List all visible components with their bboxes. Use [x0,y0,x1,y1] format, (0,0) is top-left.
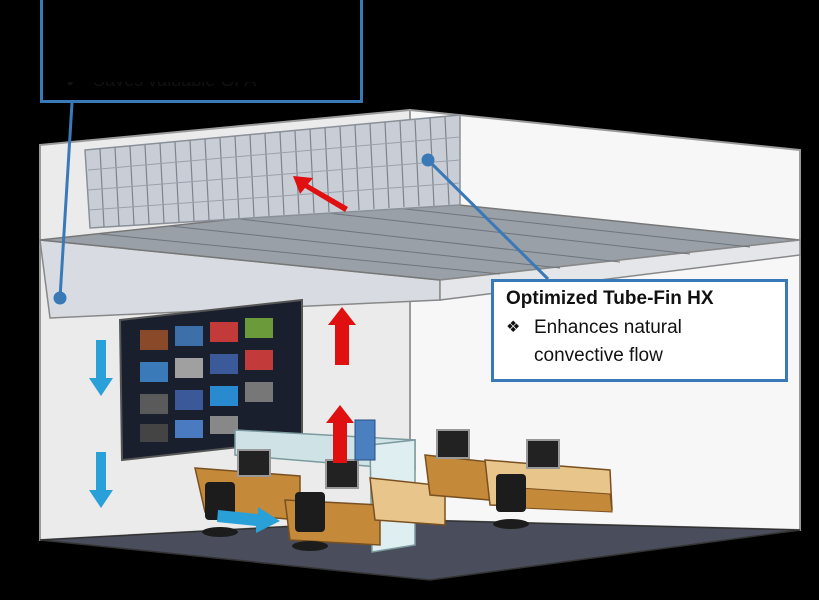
warm-arrow-diagonal [293,176,348,212]
computer-monitors [237,429,560,489]
office-chairs [202,474,529,551]
hx-callout-bullet: ❖ Enhances natural convective flow [506,314,773,370]
office-desks [194,454,613,546]
heat-exchanger-tubes [87,136,461,211]
top-black-band [42,0,361,82]
hx-bullet-line2: convective flow [534,345,663,366]
cool-arrow-floor [217,507,280,533]
warm-air-arrows [293,176,356,463]
warm-arrow-mid [328,307,356,365]
cool-arrow-upper [89,340,113,396]
hx-bullet-text: Enhances natural convective flow [534,314,682,370]
tube-fin-heat-exchanger [84,114,461,229]
display-app-tiles [140,318,273,442]
cool-arrow-lower [89,452,113,508]
hx-bullet-line1: Enhances natural [534,317,682,338]
water-cooler [354,419,376,461]
hx-callout-title: Optimized Tube-Fin HX [506,288,714,309]
gfa-callout-box [40,0,363,103]
callout-leaders [53,102,550,305]
hx-callout-box: Optimized Tube-Fin HX ❖ Enhances natural… [491,279,788,382]
hx-bullet-marker: ❖ [506,319,521,336]
warm-arrow-low [326,405,354,463]
cool-air-arrows [89,340,280,533]
